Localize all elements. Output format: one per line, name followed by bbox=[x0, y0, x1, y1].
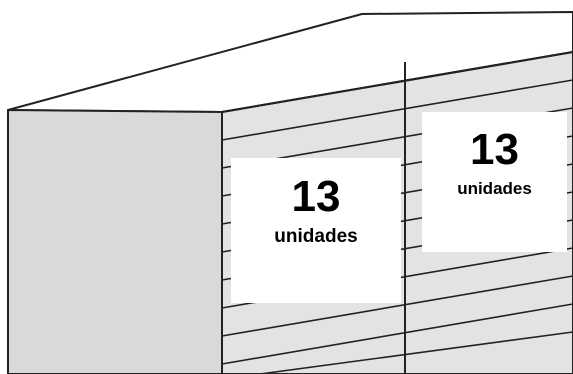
quantity-unit: unidades bbox=[274, 226, 358, 247]
quantity-number: 13 bbox=[470, 125, 519, 174]
quantity-number: 13 bbox=[291, 172, 341, 221]
quantity-label-left: 13 unidades bbox=[231, 158, 401, 303]
slat-line bbox=[221, 275, 573, 337]
slat-line bbox=[221, 303, 573, 365]
slat-line bbox=[221, 79, 573, 141]
quantity-label-right: 13 unidades bbox=[422, 112, 567, 252]
front-top-edge bbox=[221, 51, 573, 113]
quantity-unit: unidades bbox=[457, 179, 532, 198]
end-face bbox=[7, 109, 223, 374]
slat-line bbox=[259, 331, 573, 374]
